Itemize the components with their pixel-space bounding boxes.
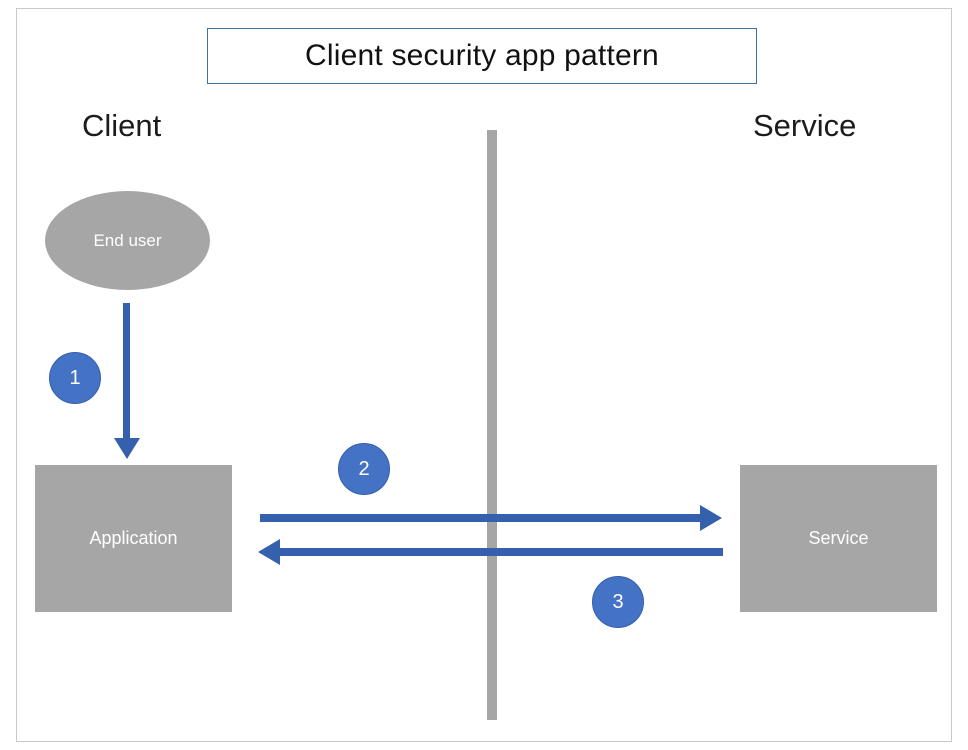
step-badge-1-label: 1 — [69, 366, 81, 389]
application-label: Application — [89, 528, 178, 548]
diagram-title: Client security app pattern — [305, 39, 659, 72]
arrow-service-to-application-head-icon — [258, 539, 280, 565]
step-badge-3: 3 — [592, 576, 644, 628]
application-node: Application — [35, 465, 232, 612]
arrow-application-to-service-head-icon — [700, 505, 722, 531]
arrow-application-to-service-line — [260, 514, 700, 522]
lane-label-service: Service — [753, 108, 857, 143]
end-user-node: End user — [45, 191, 210, 290]
service-label: Service — [808, 528, 869, 548]
lane-label-client: Client — [82, 108, 162, 143]
arrow-user-to-application-line — [123, 303, 130, 439]
diagram-title-box: Client security app pattern — [207, 28, 757, 84]
service-node: Service — [740, 465, 937, 612]
arrow-user-to-application-head-icon — [114, 438, 140, 459]
step-badge-3-label: 3 — [612, 590, 624, 613]
arrow-service-to-application-line — [280, 548, 723, 556]
step-badge-2: 2 — [338, 443, 390, 495]
end-user-label: End user — [93, 230, 162, 250]
step-badge-1: 1 — [49, 352, 101, 404]
step-badge-2-label: 2 — [358, 457, 370, 480]
lane-divider — [487, 130, 497, 720]
